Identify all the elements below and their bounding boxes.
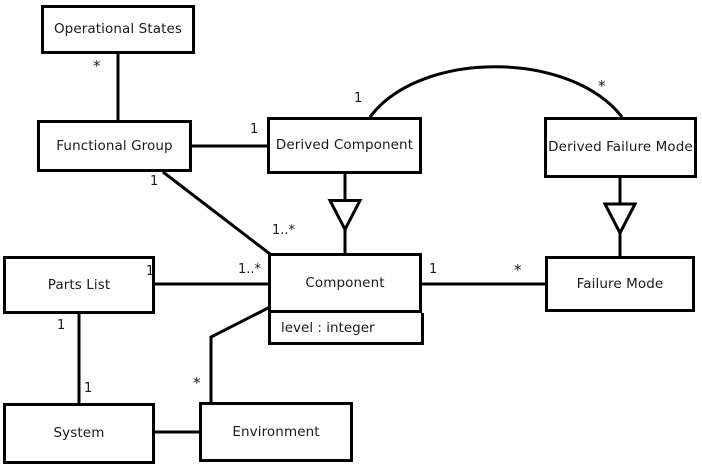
multiplicity-label-mult-pl-comp-far: 1..* [238,262,262,277]
multiplicity-label-mult-fg-comp-near: 1 [150,174,159,189]
class-box-system[interactable]: System [3,403,155,464]
class-box-parts-list[interactable]: Parts List [3,256,155,314]
class-box-derived-component[interactable]: Derived Component [267,117,422,174]
class-name-operational-states: Operational States [53,21,183,38]
class-name-component: Component [305,274,385,291]
multiplicity-label-mult-comp-fm-far: * [514,261,522,279]
multiplicity-label-mult-os-fg: * [93,57,101,75]
relation-derived-component-derived-failure-mode[interactable] [368,65,624,118]
generalization-arrowhead-derived-failure-mode-failure-mode [602,202,638,237]
multiplicity-label-mult-pl-sys-top: 1 [57,318,66,333]
generalization-arrowheads [327,199,638,237]
multiplicity-label-mult-pl-comp-near: 1 [146,264,155,279]
multiplicity-label-mult-arc-right: * [598,77,606,95]
multiplicity-label-mult-arc-left: 1 [354,91,363,106]
class-box-environment[interactable]: Environment [199,402,353,462]
class-box-operational-states[interactable]: Operational States [41,5,195,54]
class-name-parts-list: Parts List [47,276,111,293]
class-attribute-component-0: level : integer [281,319,375,336]
generalization-arrowhead-derived-component-component [327,199,363,233]
relation-environment-component[interactable] [209,305,271,402]
multiplicity-label-mult-fg-comp-far: 1..* [272,223,296,238]
class-name-failure-mode: Failure Mode [576,275,664,292]
class-name-functional-group: Functional Group [56,137,173,154]
multiplicity-label-mult-fg-dc: 1 [250,122,259,137]
class-name-derived-component: Derived Component [275,137,414,154]
multiplicity-label-mult-env-comp: * [193,374,201,392]
class-box-derived-failure-mode[interactable]: Derived Failure Mode [544,117,697,178]
class-name-environment: Environment [232,423,320,440]
class-name-system: System [53,425,105,442]
class-name-derived-failure-mode: Derived Failure Mode [548,139,693,156]
class-box-failure-mode[interactable]: Failure Mode [545,256,695,312]
relation-functional-group-component[interactable] [162,170,271,256]
multiplicity-label-mult-comp-fm-near: 1 [429,262,438,277]
attribute-compartment-component[interactable]: level : integer [268,313,424,345]
class-box-component[interactable]: Component [268,253,422,313]
multiplicity-label-mult-pl-sys-bottom: 1 [84,381,93,396]
class-box-functional-group[interactable]: Functional Group [37,120,192,172]
edges-group [77,54,624,434]
